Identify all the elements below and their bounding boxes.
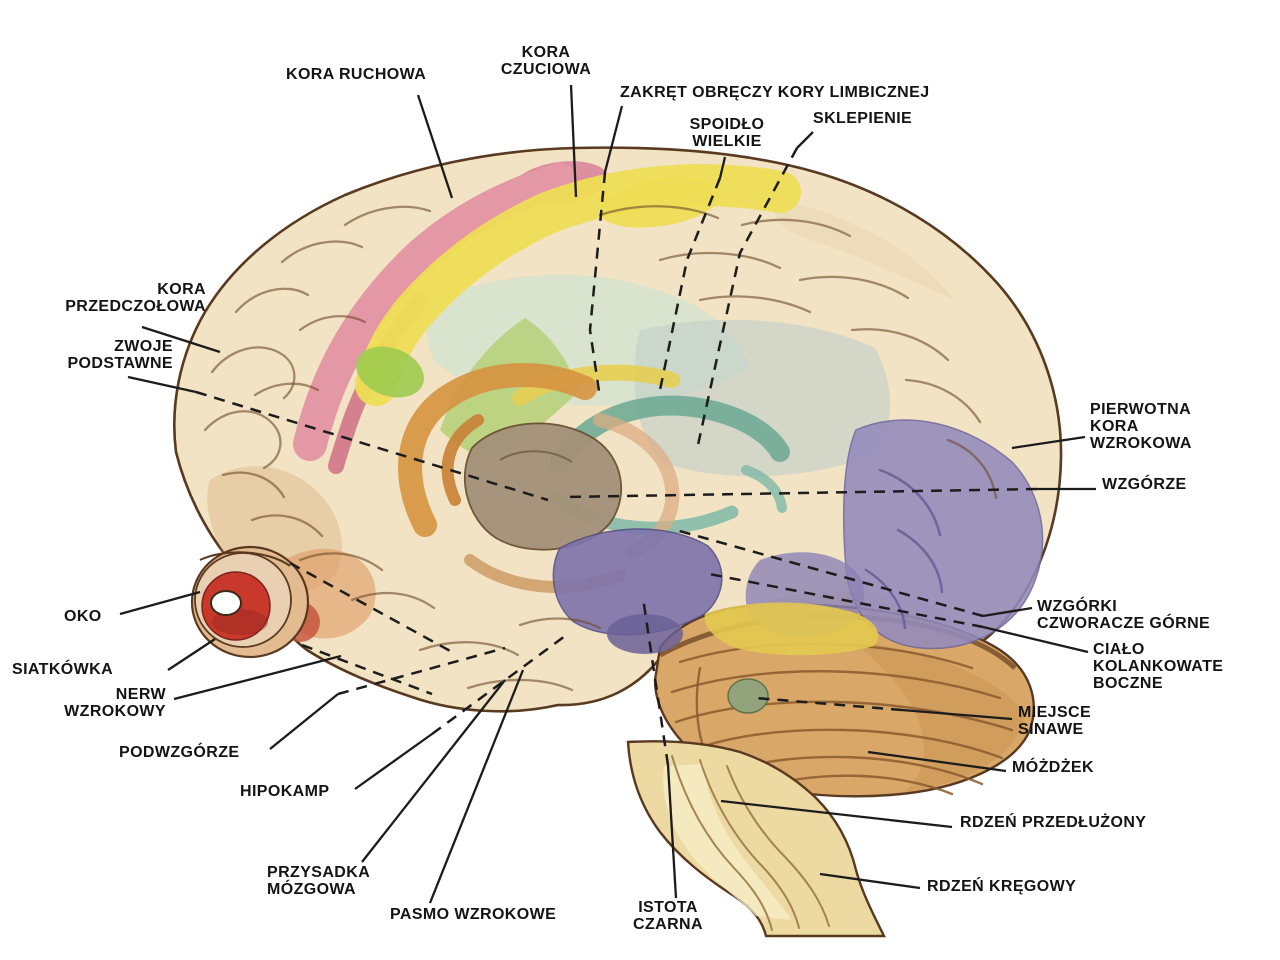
gyri-linework <box>203 205 998 692</box>
label-istota-czarna: ISTOTA CZARNA <box>633 899 703 934</box>
leader-sklepienie-solid <box>796 131 814 149</box>
region-motor-band <box>293 163 577 461</box>
label-hipokamp: HIPOKAMP <box>240 783 330 800</box>
label-mozdzek: MÓŻDŻEK <box>1012 759 1094 776</box>
leader-kora-ruchowa <box>416 94 454 199</box>
label-siatkowka: SIATKÓWKA <box>12 661 114 678</box>
collicular-yellow-patch <box>704 602 879 656</box>
leader-zwoje-dashed <box>195 390 549 502</box>
leader-rdzen-kregowy <box>819 872 921 890</box>
leader-istota-dashed <box>641 597 670 766</box>
leader-pasmo <box>428 669 525 904</box>
optic-pathway-dashed-2 <box>301 643 433 696</box>
leader-podwzgorze-solid <box>269 693 339 750</box>
label-kora-przedczolowa: KORA PRZEDCZOŁOWA <box>65 281 206 316</box>
thalamus-detail <box>499 450 573 463</box>
basal-ganglia-swirl <box>398 363 597 537</box>
region-parietal-bluegray <box>634 319 890 477</box>
leader-miejsce-dashed <box>755 696 903 712</box>
leader-spoidlo-solid <box>718 156 727 179</box>
label-rdzen-kregowy: RDZEŃ KRĘGOWY <box>927 878 1077 895</box>
label-pierwotna-kora: PIERWOTNA KORA WZROKOWA <box>1090 401 1192 453</box>
basal-ganglia-inner <box>441 414 484 506</box>
label-cialo-kolankowate: CIAŁO KOLANKOWATE BOCZNE <box>1093 641 1224 693</box>
region-sensory-band <box>355 164 801 406</box>
eyelid-fold <box>199 551 291 567</box>
label-wzgorki-czworacze: WZGÓRKI CZWORACZE GÓRNE <box>1037 598 1211 633</box>
leader-oko <box>119 590 201 616</box>
leader-hipokamp-dashed <box>431 634 566 736</box>
thalamus <box>464 422 623 551</box>
leader-lines <box>119 84 1096 904</box>
limbic-teal-arc <box>550 395 790 472</box>
corpus-callosum-arc <box>512 364 680 406</box>
leader-przysadka <box>361 679 506 863</box>
label-przysadka-mozgowa: PRZYSADKA MÓZGOWA <box>267 864 371 899</box>
optic-pathway-dashed-1 <box>289 561 453 654</box>
label-zwoje-podstawne: ZWOJE PODSTAWNE <box>67 338 173 373</box>
leader-przedczolowa <box>141 325 221 354</box>
leader-zwoje-solid <box>127 375 197 394</box>
label-kora-czuciowa: KORA CZUCIOWA <box>500 44 592 79</box>
leader-wzgorki-solid <box>982 606 1033 618</box>
leader-wzgorze-dashed <box>565 487 1038 499</box>
leader-zakret-dashed <box>588 171 607 399</box>
leader-kora-czuciowa <box>569 84 578 198</box>
leader-podwzgorze-dashed <box>337 646 506 696</box>
label-nerw-wzrokowy: NERW WZROKOWY <box>64 686 166 721</box>
leader-mozdzek <box>867 750 1007 773</box>
label-podwzgorze: PODWZGÓRZE <box>119 744 240 761</box>
label-wzgorze: WZGÓRZE <box>1102 476 1187 493</box>
label-pasmo-wzrokowe: PASMO WZROKOWE <box>390 906 557 923</box>
leader-istota-solid <box>666 764 678 899</box>
brainstem <box>626 740 886 938</box>
cerebellum-shade <box>850 640 1025 792</box>
leader-spoidlo-dashed <box>658 177 722 391</box>
leader-nerw-wzrokowy <box>173 654 342 701</box>
leader-miejsce-solid <box>901 708 1013 721</box>
label-rdzen-przedluzony: RDZEŃ PRZEDŁUŻONY <box>960 814 1147 831</box>
leader-siatkowka <box>167 638 216 671</box>
label-miejsce-sinawe: MIEJSCE SINAWE <box>1018 704 1092 739</box>
label-kora-ruchowa: KORA RUCHOWA <box>286 66 427 83</box>
label-spoidlo-wielkie: SPOIDŁO WIELKIE <box>689 116 765 151</box>
leader-hipokamp-solid <box>354 733 433 790</box>
leader-zakret-solid <box>603 105 624 173</box>
label-sklepienie: SKLEPIENIE <box>813 110 913 127</box>
leader-sklepienie-dashed <box>696 147 799 446</box>
leader-rdzen-przedluzony <box>720 799 953 829</box>
region-bright-green <box>356 346 424 398</box>
label-oko: OKO <box>64 608 102 625</box>
brainstem-highlight <box>663 764 792 920</box>
leader-cialo-dashed <box>703 571 984 629</box>
leader-wzgorki-dashed <box>675 528 984 618</box>
eye <box>190 545 310 659</box>
leader-cialo-solid <box>982 625 1089 654</box>
eye-lens <box>210 590 242 616</box>
label-zakret-obreczy: ZAKRĘT OBRĘCZY KORY LIMBICZNEJ <box>620 84 930 101</box>
midbrain-purple <box>552 528 723 636</box>
leader-pierwotna <box>1011 435 1086 450</box>
limbic-teal-hook <box>741 465 787 513</box>
locus-coeruleus-spot <box>727 678 769 714</box>
deep-purple-knob <box>607 614 683 654</box>
